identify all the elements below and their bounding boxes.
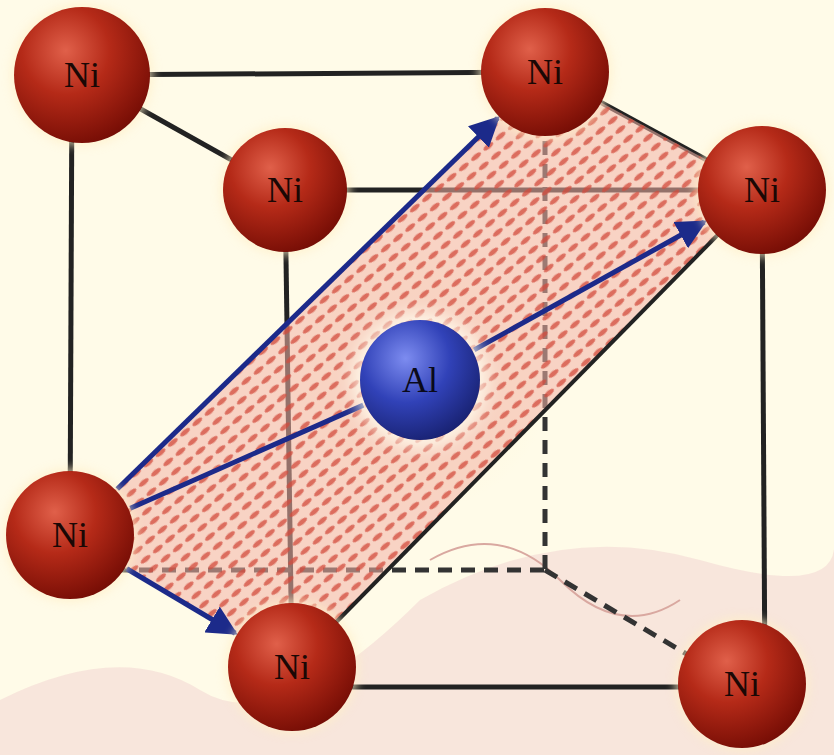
element-symbol: Ni	[274, 646, 310, 688]
lattice-vector	[474, 222, 704, 350]
element-symbol: Ni	[52, 514, 88, 556]
element-symbol: Al	[402, 359, 438, 401]
micrograph-background	[0, 540, 834, 755]
element-symbol: Ni	[527, 51, 563, 93]
plane	[68, 72, 762, 667]
element-symbol: Ni	[744, 169, 780, 211]
lattice-vector	[127, 569, 236, 634]
nickel-atom: Ni	[481, 8, 609, 136]
nickel-atom: Ni	[6, 471, 134, 599]
micrograph-texture	[430, 544, 680, 616]
nickel-atom: Ni	[223, 128, 347, 252]
aluminium-atom: Al	[360, 320, 480, 440]
nickel-atom: Ni	[14, 7, 150, 143]
nickel-atom: Ni	[228, 603, 356, 731]
lattice-vector	[117, 118, 497, 489]
element-symbol: Ni	[64, 54, 100, 96]
lattice-vector	[130, 405, 363, 508]
nickel-atom: Ni	[678, 620, 806, 748]
plane-hatching	[68, 72, 762, 667]
element-symbol: Ni	[724, 663, 760, 705]
nickel-atom: Ni	[698, 126, 826, 254]
element-symbol: Ni	[267, 169, 303, 211]
plane-edge	[292, 190, 762, 667]
